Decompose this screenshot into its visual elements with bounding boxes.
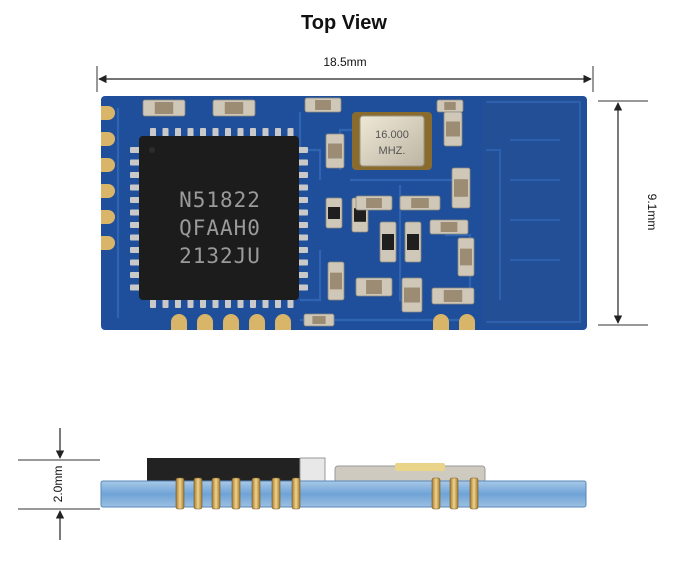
chip-pins [130, 128, 308, 308]
crystal-label-line1: 16.000 [375, 129, 409, 141]
nrf-chip [139, 136, 299, 300]
pcb-top-view: N51822 QFAAH0 2132JU 16.000 MHZ. [101, 96, 587, 330]
passive-components [142, 97, 475, 327]
antenna-trace [486, 101, 581, 323]
thickness-dimension: 2.0mm [18, 428, 100, 540]
side-castellations [175, 477, 479, 510]
left-pads [101, 106, 115, 250]
width-dimension: 18.5mm [96, 55, 594, 92]
thickness-label: 2.0mm [51, 466, 65, 503]
crystal-oscillator: 16.000 MHZ. [352, 112, 432, 170]
chip-label-line2: QFAAH0 [179, 216, 261, 240]
antenna-area [482, 98, 584, 326]
width-label: 18.5mm [323, 55, 366, 69]
height-dimension: 9.1mm [598, 100, 659, 326]
height-label: 9.1mm [645, 194, 659, 231]
bottom-pads [171, 314, 475, 330]
chip-label-line1: N51822 [179, 188, 261, 212]
chip-label-line3: 2132JU [179, 244, 261, 268]
page-title: Top View [301, 12, 387, 34]
side-pcb-edge [100, 480, 587, 508]
side-view: 2.0mm [18, 428, 587, 540]
crystal-label-line2: MHZ. [379, 145, 406, 157]
